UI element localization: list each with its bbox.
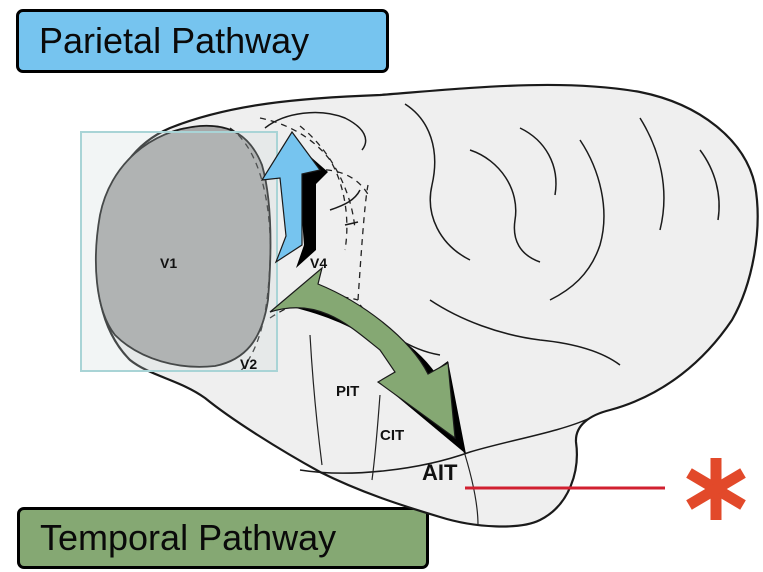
ait-label: AIT	[422, 460, 458, 485]
asterisk-icon	[689, 458, 743, 520]
v1-highlight-box	[81, 132, 277, 371]
cit-label: CIT	[380, 427, 404, 444]
v4-label: V4	[310, 255, 327, 271]
pit-label: PIT	[336, 383, 359, 400]
v2-label: V2	[240, 356, 257, 372]
v1-label: V1	[160, 255, 177, 271]
